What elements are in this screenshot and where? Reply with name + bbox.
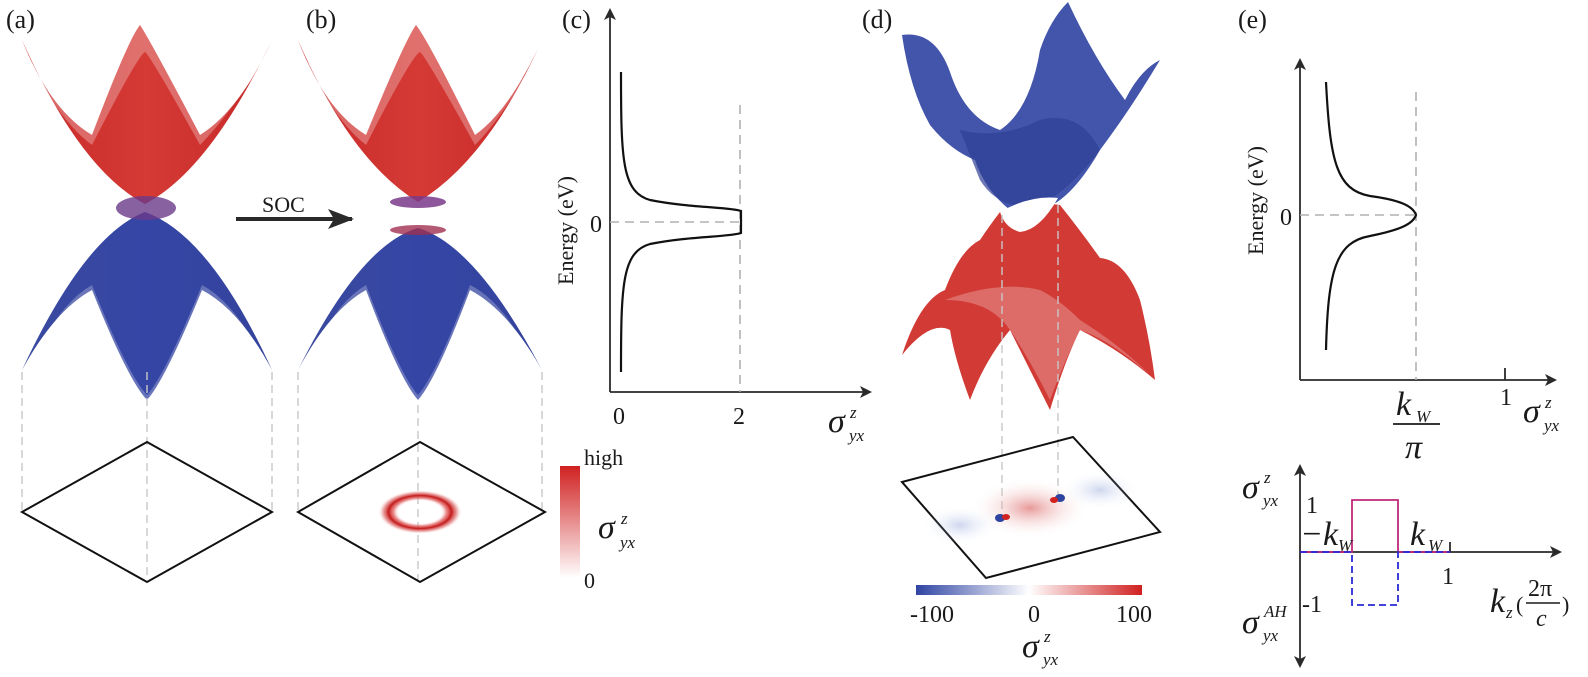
hall-conductivity-curve-e (1324, 81, 1418, 351)
panel-d-projection-lines (1001, 205, 1059, 520)
panel-b-bands (298, 25, 542, 405)
panel-e-bottom-tick-1: 1 (1306, 493, 1318, 519)
panel-e-bottom-lparen: ( (1516, 592, 1523, 617)
colorbar-b-sup: z (620, 509, 628, 528)
soc-label: SOC (262, 192, 305, 217)
colorbar-d-tick-max: 100 (1116, 602, 1152, 628)
conduction-band-a (22, 25, 272, 204)
colorbar-b-sub: yx (618, 533, 636, 552)
panel-e-bottom-ytop-sup: z (1263, 468, 1271, 487)
upper-band-d (902, 2, 1160, 212)
panel-e-bottom-xlabel-sub: z (1505, 603, 1513, 622)
panel-e-bottom-pos-kw-sub: W (1428, 536, 1444, 555)
panel-c-xtick-0: 0 (613, 404, 625, 430)
panel-d-label: (d) (862, 5, 892, 34)
panel-c-label: (c) (562, 5, 591, 34)
colorbar-d-tick-mid: 0 (1028, 602, 1040, 628)
conduction-band-b-sheen (306, 25, 536, 145)
panel-c-ytick-0: 0 (590, 212, 602, 238)
panel-a-bands (22, 25, 272, 405)
soc-arrow: SOC (236, 192, 354, 229)
brillouin-plane-b (295, 440, 548, 584)
gap-bottom-b (390, 225, 446, 235)
gap-top-b (390, 196, 446, 208)
panel-e-top-ytick-0: 0 (1280, 205, 1292, 231)
panel-c-xlabel-sup: z (849, 403, 857, 422)
colorbar-d-sup: z (1043, 627, 1051, 646)
conduction-band-a-sheen (30, 25, 268, 145)
panel-e-top-xlabel-sup: z (1544, 393, 1552, 412)
colorbar-b-gradient (560, 466, 580, 578)
brillouin-plane-d (900, 435, 1162, 580)
colorbar-b-high: high (584, 445, 623, 470)
hall-conductivity-curve-c (619, 71, 743, 373)
weyl-gap-d (1000, 197, 1058, 232)
panel-e-bottom-neg-kw-sub: W (1338, 536, 1354, 555)
panel-e-bottom-ybot-symbol: σ (1242, 604, 1260, 641)
panel-e-bottom-ybot-sub: yx (1261, 626, 1279, 645)
panel-e-top-xlabel-symbol: σ (1523, 393, 1541, 430)
panel-e-frac-den: π (1405, 429, 1423, 466)
panel-e-frac-num: k (1396, 386, 1412, 423)
valence-band-b (298, 228, 542, 400)
panel-e-bottom-ytop-sub: yx (1261, 491, 1279, 510)
panel-e-top-ylabel: Energy (eV) (1243, 146, 1268, 255)
panel-b-projection-lines (297, 372, 543, 580)
panel-c-axes: 0 0 2 Energy (eV) σ z yx (553, 8, 872, 445)
panel-c-ylabel: Energy (eV) (553, 176, 578, 285)
panel-c-xtick-2: 2 (733, 404, 745, 430)
upper-band-d-shade (960, 118, 1100, 207)
colorbar-d-gradient (916, 585, 1142, 595)
panel-e-bottom-ytop-symbol: σ (1242, 469, 1260, 506)
colorbar-d-symbol: σ (1022, 628, 1040, 665)
panel-a-projection-lines (21, 372, 273, 580)
panel-e-frac-num-sub: W (1416, 407, 1432, 426)
panel-e-label: (e) (1238, 5, 1267, 34)
panel-e-top-xlabel-sub: yx (1542, 416, 1560, 435)
colorbar-b-symbol: σ (598, 509, 616, 546)
berry-ring-b (378, 490, 462, 534)
panel-e-bottom-xtick-1: 1 (1442, 564, 1454, 590)
brillouin-plane-a (19, 440, 275, 584)
panel-e-bottom-neg-kw: −k (1300, 516, 1339, 553)
panel-b-label: (b) (306, 5, 336, 34)
panel-e-top-axes: 0 Energy (eV) k W π 1 σ z yx (1243, 58, 1560, 466)
panel-c-xlabel-sub: yx (847, 426, 865, 445)
lower-band-d (902, 203, 1155, 410)
valence-band-a (22, 212, 272, 400)
panel-e-top-xtick-1: 1 (1500, 385, 1512, 411)
berry-map-d (920, 470, 1140, 545)
panel-e-bottom-tick-neg1: -1 (1302, 592, 1322, 618)
panel-e-bottom-ybot-sup: AH (1263, 602, 1288, 621)
panel-e-bottom-rparen: ) (1562, 592, 1569, 617)
colorbar-d: -100 0 100 σ z yx (910, 585, 1152, 669)
colorbar-d-sub: yx (1041, 650, 1059, 669)
sigma-ah-step (1300, 551, 1450, 606)
panel-a-label: (a) (6, 5, 35, 34)
panel-d-bands (902, 2, 1160, 410)
band-touch-a (116, 196, 176, 220)
panel-c-xlabel-symbol: σ (828, 403, 846, 440)
conduction-band-b (298, 25, 542, 202)
colorbar-d-tick-min: -100 (910, 602, 954, 628)
panel-e-bottom-axes: σ z yx 1 σ AH yx -1 −k W k W 1 k z ( 2π … (1242, 464, 1569, 668)
panel-e-bottom-xlabel-den: c (1536, 606, 1547, 632)
colorbar-b-low: 0 (584, 568, 595, 593)
panel-e-bottom-pos-kw: k (1410, 516, 1426, 553)
panel-e-bottom-xlabel: k (1490, 583, 1506, 620)
panel-e-bottom-xlabel-num: 2π (1528, 576, 1552, 602)
lower-band-d-sheen (945, 286, 1150, 400)
colorbar-b: high 0 σ z yx (560, 445, 636, 593)
